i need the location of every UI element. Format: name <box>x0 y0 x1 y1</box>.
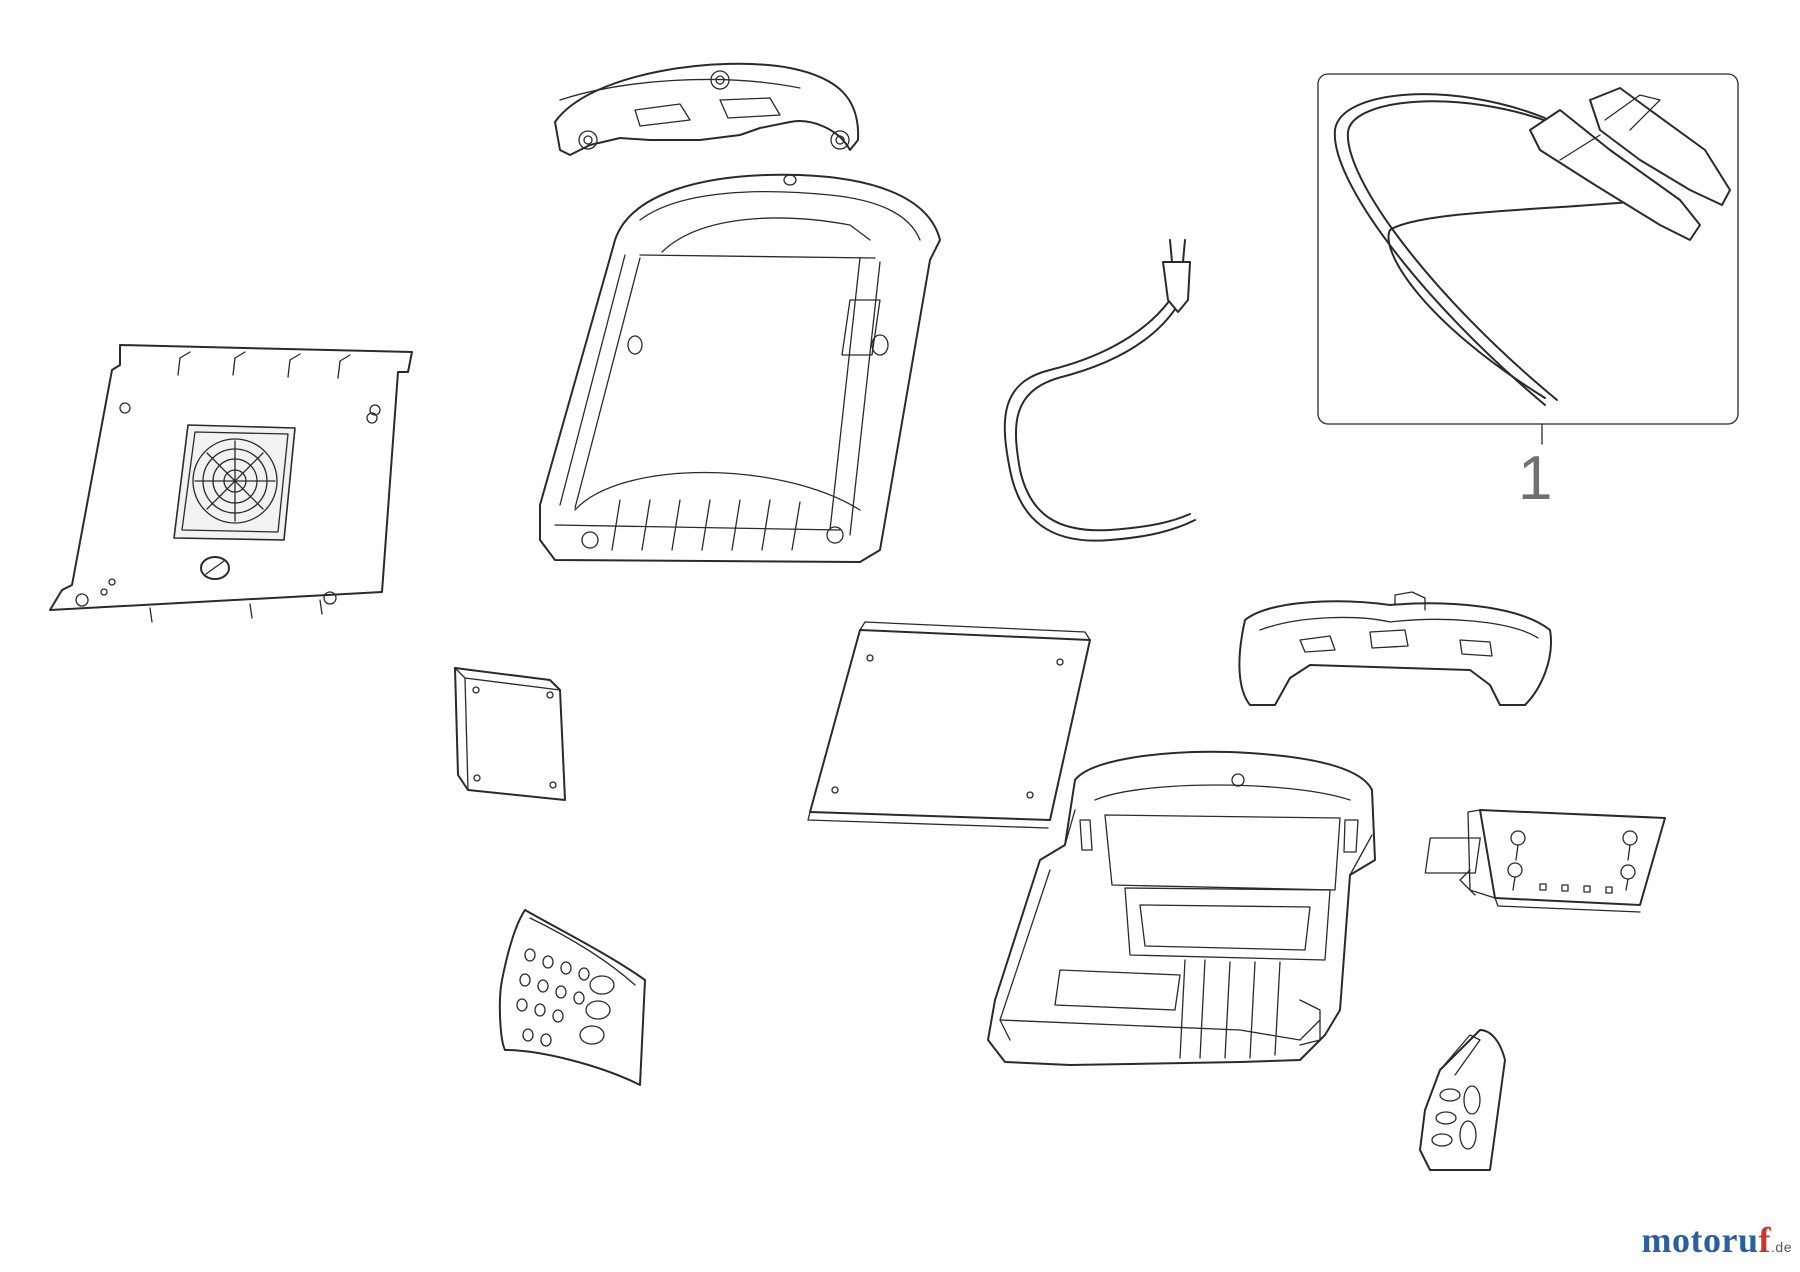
capacitor-block <box>454 667 566 801</box>
control-panel <box>1424 809 1666 913</box>
circuit-board <box>807 621 1091 829</box>
front-handle-cap <box>1238 591 1552 706</box>
front-housing-shell <box>987 750 1376 1066</box>
mains-power-cord <box>1003 239 1196 542</box>
watermark-accent-text: f <box>1758 1220 1772 1260</box>
base-plate-with-fan <box>49 344 413 623</box>
vent-cover <box>498 909 646 1086</box>
motoruf-watermark: motoruf.de <box>1642 1222 1792 1258</box>
callout-label-1: 1 <box>1518 444 1553 513</box>
battery-clamp-cables <box>1317 73 1739 425</box>
top-handle-cap <box>554 62 860 156</box>
watermark-tld: .de <box>1771 1239 1792 1255</box>
rear-housing-shell <box>539 173 941 563</box>
side-grip-insert <box>1419 1029 1506 1171</box>
watermark-main-text: motoru <box>1641 1220 1759 1260</box>
